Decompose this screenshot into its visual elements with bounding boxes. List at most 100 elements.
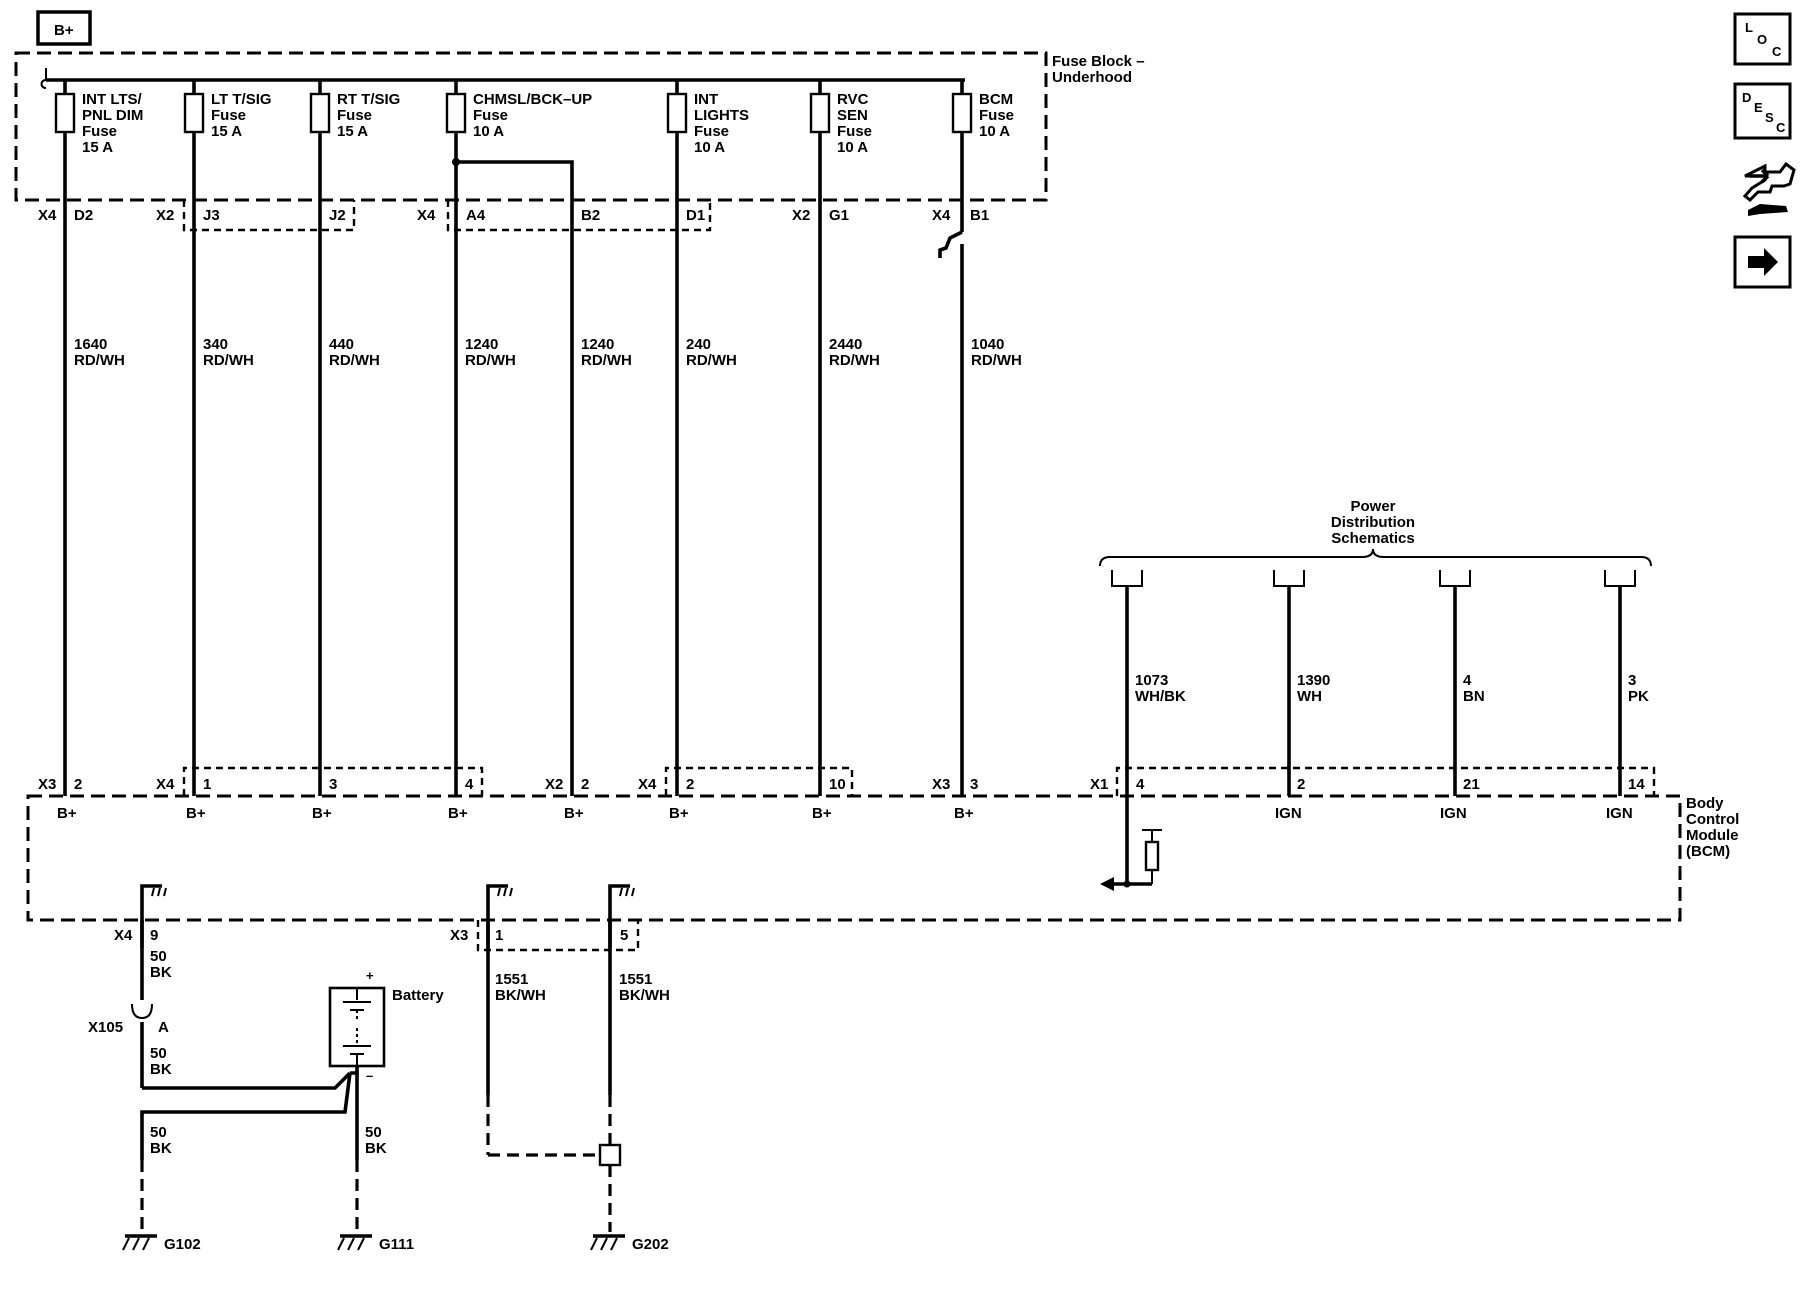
svg-text:X3: X3 bbox=[932, 776, 950, 793]
fuse-label: 10 A bbox=[694, 139, 725, 156]
battery-minus: – bbox=[366, 1068, 373, 1083]
svg-text:B+: B+ bbox=[954, 805, 974, 822]
svg-text:50: 50 bbox=[150, 948, 167, 965]
svg-text:1: 1 bbox=[203, 776, 211, 793]
ground-g111: G111 bbox=[337, 1234, 414, 1253]
svg-text:50: 50 bbox=[150, 1124, 167, 1141]
svg-text:X4: X4 bbox=[417, 207, 436, 224]
svg-text:A: A bbox=[158, 1019, 169, 1036]
svg-text:IGN: IGN bbox=[1275, 805, 1302, 822]
svg-text:RD/WH: RD/WH bbox=[74, 352, 125, 369]
svg-text:B+: B+ bbox=[312, 805, 332, 822]
bcm-label: Body bbox=[1686, 795, 1724, 812]
fuse-label: 15 A bbox=[82, 139, 113, 156]
svg-text:340: 340 bbox=[203, 336, 228, 353]
svg-text:D2: D2 bbox=[74, 207, 93, 224]
fuse-label: SEN bbox=[837, 107, 868, 124]
svg-text:1551: 1551 bbox=[619, 971, 652, 988]
fuse-label: Fuse bbox=[82, 123, 117, 140]
svg-text:1390: 1390 bbox=[1297, 672, 1330, 689]
bus-bar-end bbox=[40, 68, 47, 89]
fuse-label: Fuse bbox=[837, 123, 872, 140]
svg-text:9: 9 bbox=[150, 927, 158, 944]
fuse-bodies bbox=[54, 92, 973, 134]
x3-connector-box bbox=[476, 920, 640, 952]
svg-text:50: 50 bbox=[365, 1124, 382, 1141]
svg-text:Distribution: Distribution bbox=[1331, 514, 1415, 531]
svg-text:WH/BK: WH/BK bbox=[1135, 688, 1186, 705]
svg-text:2: 2 bbox=[581, 776, 589, 793]
svg-text:2: 2 bbox=[686, 776, 694, 793]
svg-text:4: 4 bbox=[1463, 672, 1472, 689]
svg-text:X3: X3 bbox=[450, 927, 468, 944]
bcm-label: (BCM) bbox=[1686, 843, 1730, 860]
svg-text:B+: B+ bbox=[57, 805, 77, 822]
fuse-label: 10 A bbox=[473, 123, 504, 140]
fuse-label: INT bbox=[694, 91, 718, 108]
bplus-tag: B+ bbox=[54, 22, 74, 39]
svg-text:RD/WH: RD/WH bbox=[829, 352, 880, 369]
ground-label: G202 bbox=[632, 1236, 669, 1253]
svg-text:X4: X4 bbox=[38, 207, 57, 224]
bplus-tag-box bbox=[36, 10, 92, 46]
fuse-label: 15 A bbox=[337, 123, 368, 140]
fuse-int-lights bbox=[666, 92, 688, 134]
battery: + – Battery bbox=[328, 968, 444, 1083]
svg-text:BK/WH: BK/WH bbox=[495, 987, 546, 1004]
svg-text:RD/WH: RD/WH bbox=[581, 352, 632, 369]
svg-text:440: 440 bbox=[329, 336, 354, 353]
svg-text:1: 1 bbox=[495, 927, 503, 944]
svg-text:4: 4 bbox=[465, 776, 474, 793]
bcm-connector-labels: X3 2 X4 1 3 4 X2 2 X4 2 10 X3 3 X1 4 2 2… bbox=[38, 776, 1645, 793]
fuse-label: Fuse bbox=[211, 107, 246, 124]
svg-text:21: 21 bbox=[1463, 776, 1480, 793]
svg-text:X105: X105 bbox=[88, 1019, 123, 1036]
lower-labels: X4 9 50 BK X105 A 50 BK 50 BK 50 BK X3 1… bbox=[88, 927, 670, 1157]
fuse-label: 15 A bbox=[211, 123, 242, 140]
svg-text:Power: Power bbox=[1350, 498, 1395, 515]
svg-text:E: E bbox=[1754, 100, 1763, 115]
svg-text:Schematics: Schematics bbox=[1331, 530, 1414, 547]
loc-button[interactable]: L O C bbox=[1733, 12, 1792, 66]
svg-text:1040: 1040 bbox=[971, 336, 1004, 353]
bcm-connector-boxes bbox=[182, 766, 1656, 796]
ground-symbols-bcm bbox=[140, 884, 635, 948]
bcm-label: Module bbox=[1686, 827, 1739, 844]
fuse-label: BCM bbox=[979, 91, 1013, 108]
circuit-labels: 1640 RD/WH 340 RD/WH 440 RD/WH 1240 RD/W… bbox=[74, 336, 1022, 369]
svg-text:PK: PK bbox=[1628, 688, 1649, 705]
svg-text:C: C bbox=[1772, 44, 1782, 59]
svg-text:WH: WH bbox=[1297, 688, 1322, 705]
svg-text:A4: A4 bbox=[466, 207, 486, 224]
bcm-pin-functions: B+ B+ B+ B+ B+ B+ B+ B+ IGN IGN IGN bbox=[57, 805, 1633, 822]
next-arrow-button[interactable] bbox=[1733, 235, 1792, 289]
svg-text:2: 2 bbox=[74, 776, 82, 793]
desc-button[interactable]: D E S C bbox=[1733, 82, 1792, 140]
ign-circuit-labels: 1073 WH/BK 1390 WH 4 BN 3 PK bbox=[1135, 672, 1649, 705]
svg-text:3: 3 bbox=[1628, 672, 1636, 689]
svg-text:L: L bbox=[1745, 20, 1753, 35]
svg-text:1073: 1073 bbox=[1135, 672, 1168, 689]
ground-label: G111 bbox=[379, 1236, 414, 1253]
svg-text:D1: D1 bbox=[686, 207, 705, 224]
chmsl-branch-wire bbox=[456, 160, 574, 200]
connector-tool-icon[interactable] bbox=[1742, 161, 1796, 216]
svg-text:IGN: IGN bbox=[1440, 805, 1467, 822]
svg-text:1240: 1240 bbox=[465, 336, 498, 353]
ground-g102: G102 bbox=[122, 1234, 201, 1253]
svg-text:B+: B+ bbox=[669, 805, 689, 822]
fuse-rt-tsig bbox=[309, 92, 331, 134]
svg-text:X4: X4 bbox=[114, 927, 133, 944]
svg-text:X4: X4 bbox=[156, 776, 175, 793]
fuse-label: 10 A bbox=[979, 123, 1010, 140]
fuse-label: RVC bbox=[837, 91, 869, 108]
battery-label: Battery bbox=[392, 987, 444, 1004]
feed-wires bbox=[63, 132, 964, 796]
fuse-int-lts bbox=[54, 92, 76, 134]
bcm-outline bbox=[26, 794, 1682, 922]
svg-text:BK: BK bbox=[150, 1061, 172, 1078]
ground-label: G102 bbox=[164, 1236, 201, 1253]
svg-text:2: 2 bbox=[1297, 776, 1305, 793]
